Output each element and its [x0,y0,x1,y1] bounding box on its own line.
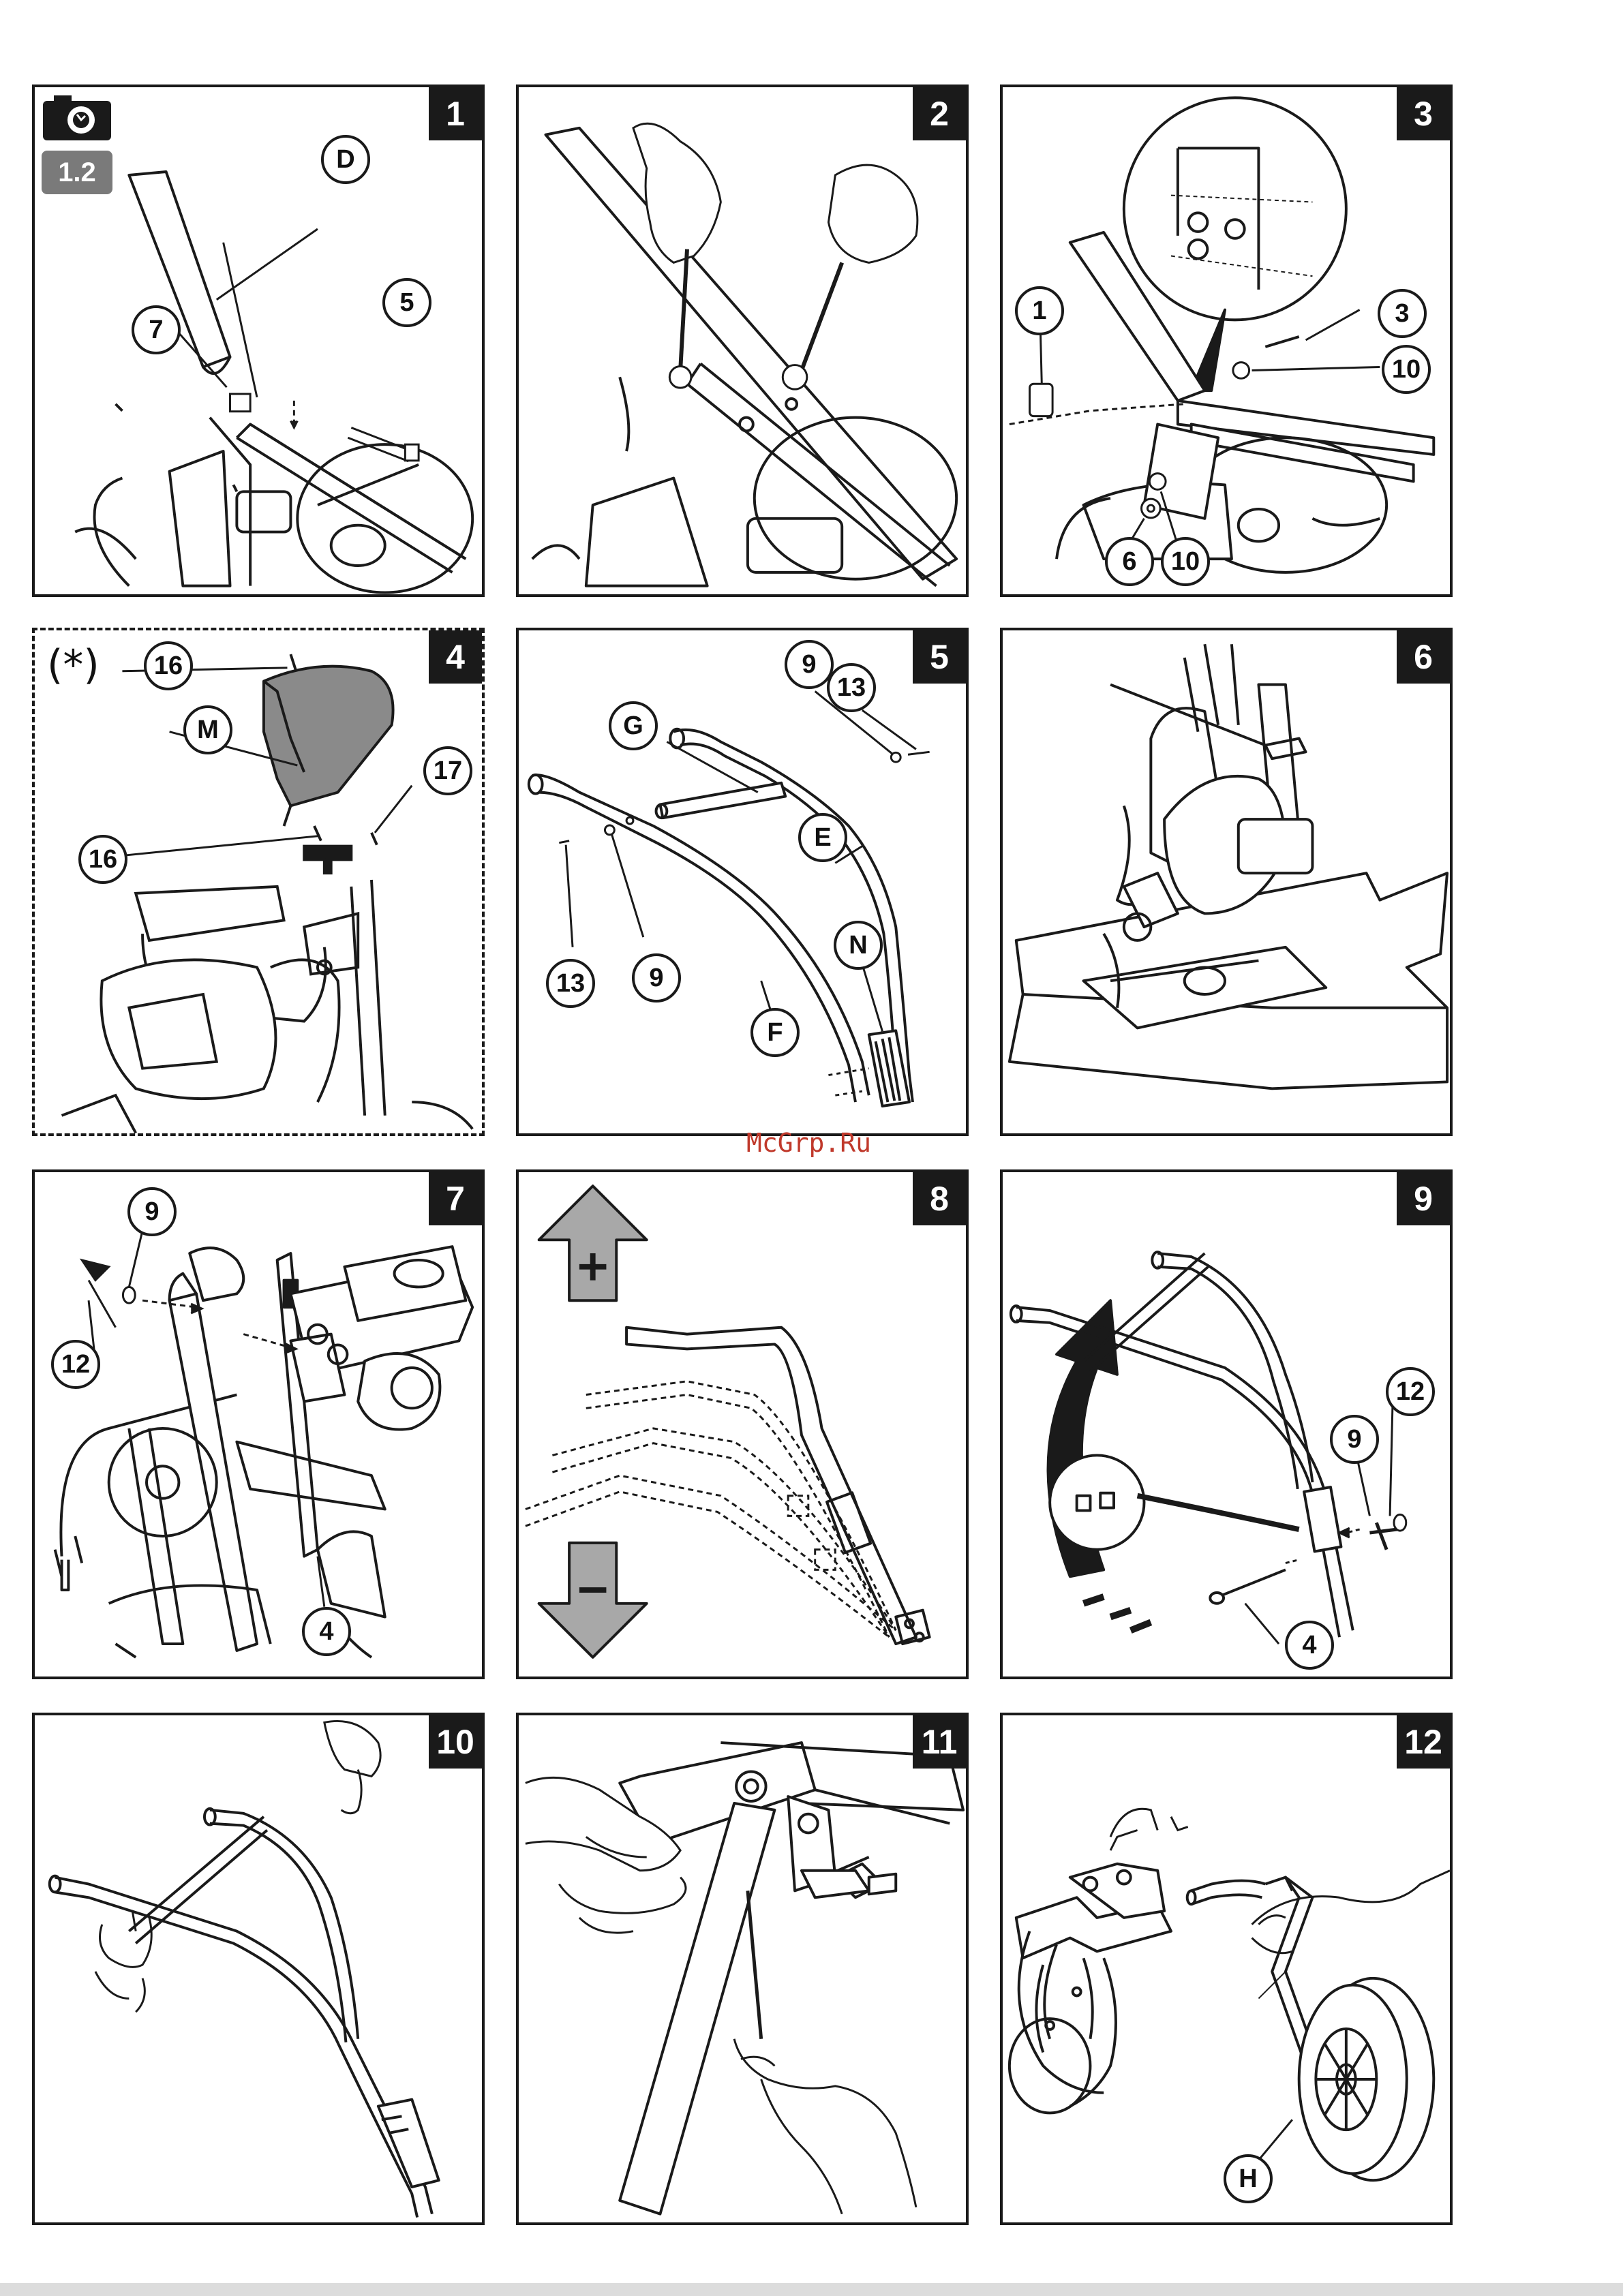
panel-7-illustration [35,1172,482,1677]
panel-2: 2 [516,85,969,597]
callout-10-top: 10 [1382,345,1431,394]
panel-11-illustration [519,1715,966,2222]
callout-10-bottom: 10 [1161,537,1210,586]
callout-D: D [321,135,370,184]
panel-12-illustration [1003,1715,1450,2222]
callout-3: 3 [1378,289,1427,338]
callout-9: 9 [1330,1415,1379,1464]
panel-9: 9 [1000,1169,1453,1679]
callout-13-bottom: 13 [546,959,595,1008]
panel-2-illustration [519,87,966,594]
watermark: McGrp.Ru [746,1128,871,1158]
callout-9-top: 9 [785,640,834,689]
callout-12: 12 [1386,1367,1435,1416]
panel-10-illustration [35,1715,482,2222]
callout-H: H [1224,2154,1273,2203]
page-bottom-band [0,2283,1623,2296]
panel-1-illustration [35,87,482,594]
panel-3-illustration [1003,87,1450,594]
callout-6: 6 [1105,537,1154,586]
panel-3: 3 [1000,85,1453,597]
callout-9-bottom: 9 [632,953,681,1002]
panel-5: 5 9 [516,628,969,1136]
panel-11: 11 [516,1713,969,2225]
callout-5: 5 [382,278,431,327]
minus-arrow-icon [539,1543,647,1657]
panel-12: 12 [1000,1713,1453,2225]
callout-N: N [834,921,883,970]
callout-M: M [183,705,232,754]
panel-6: 6 [1000,628,1453,1136]
panel-8-illustration [519,1172,966,1677]
callout-1: 1 [1015,286,1064,335]
callout-16-top: 16 [144,641,193,690]
callout-13-top: 13 [827,663,876,712]
panel-7: 7 [32,1169,485,1679]
callout-16-bottom: 16 [78,835,127,884]
panel-9-illustration [1003,1172,1450,1677]
callout-17: 17 [423,746,472,795]
panel-6-illustration [1003,630,1450,1133]
callout-4: 4 [302,1607,351,1656]
plus-arrow-icon [539,1186,647,1300]
panel-5-illustration [519,630,966,1133]
panel-8: 8 [516,1169,969,1679]
callout-F: F [750,1008,800,1057]
callout-G: G [609,701,658,750]
callout-E: E [798,813,847,862]
callout-12: 12 [51,1340,100,1389]
callout-7: 7 [132,305,181,354]
panel-1: 1.2 1 [32,85,485,597]
callout-4: 4 [1285,1621,1334,1670]
panel-4: (*) 4 [32,628,485,1136]
panel-10: 10 [32,1713,485,2225]
callout-9: 9 [127,1187,177,1236]
